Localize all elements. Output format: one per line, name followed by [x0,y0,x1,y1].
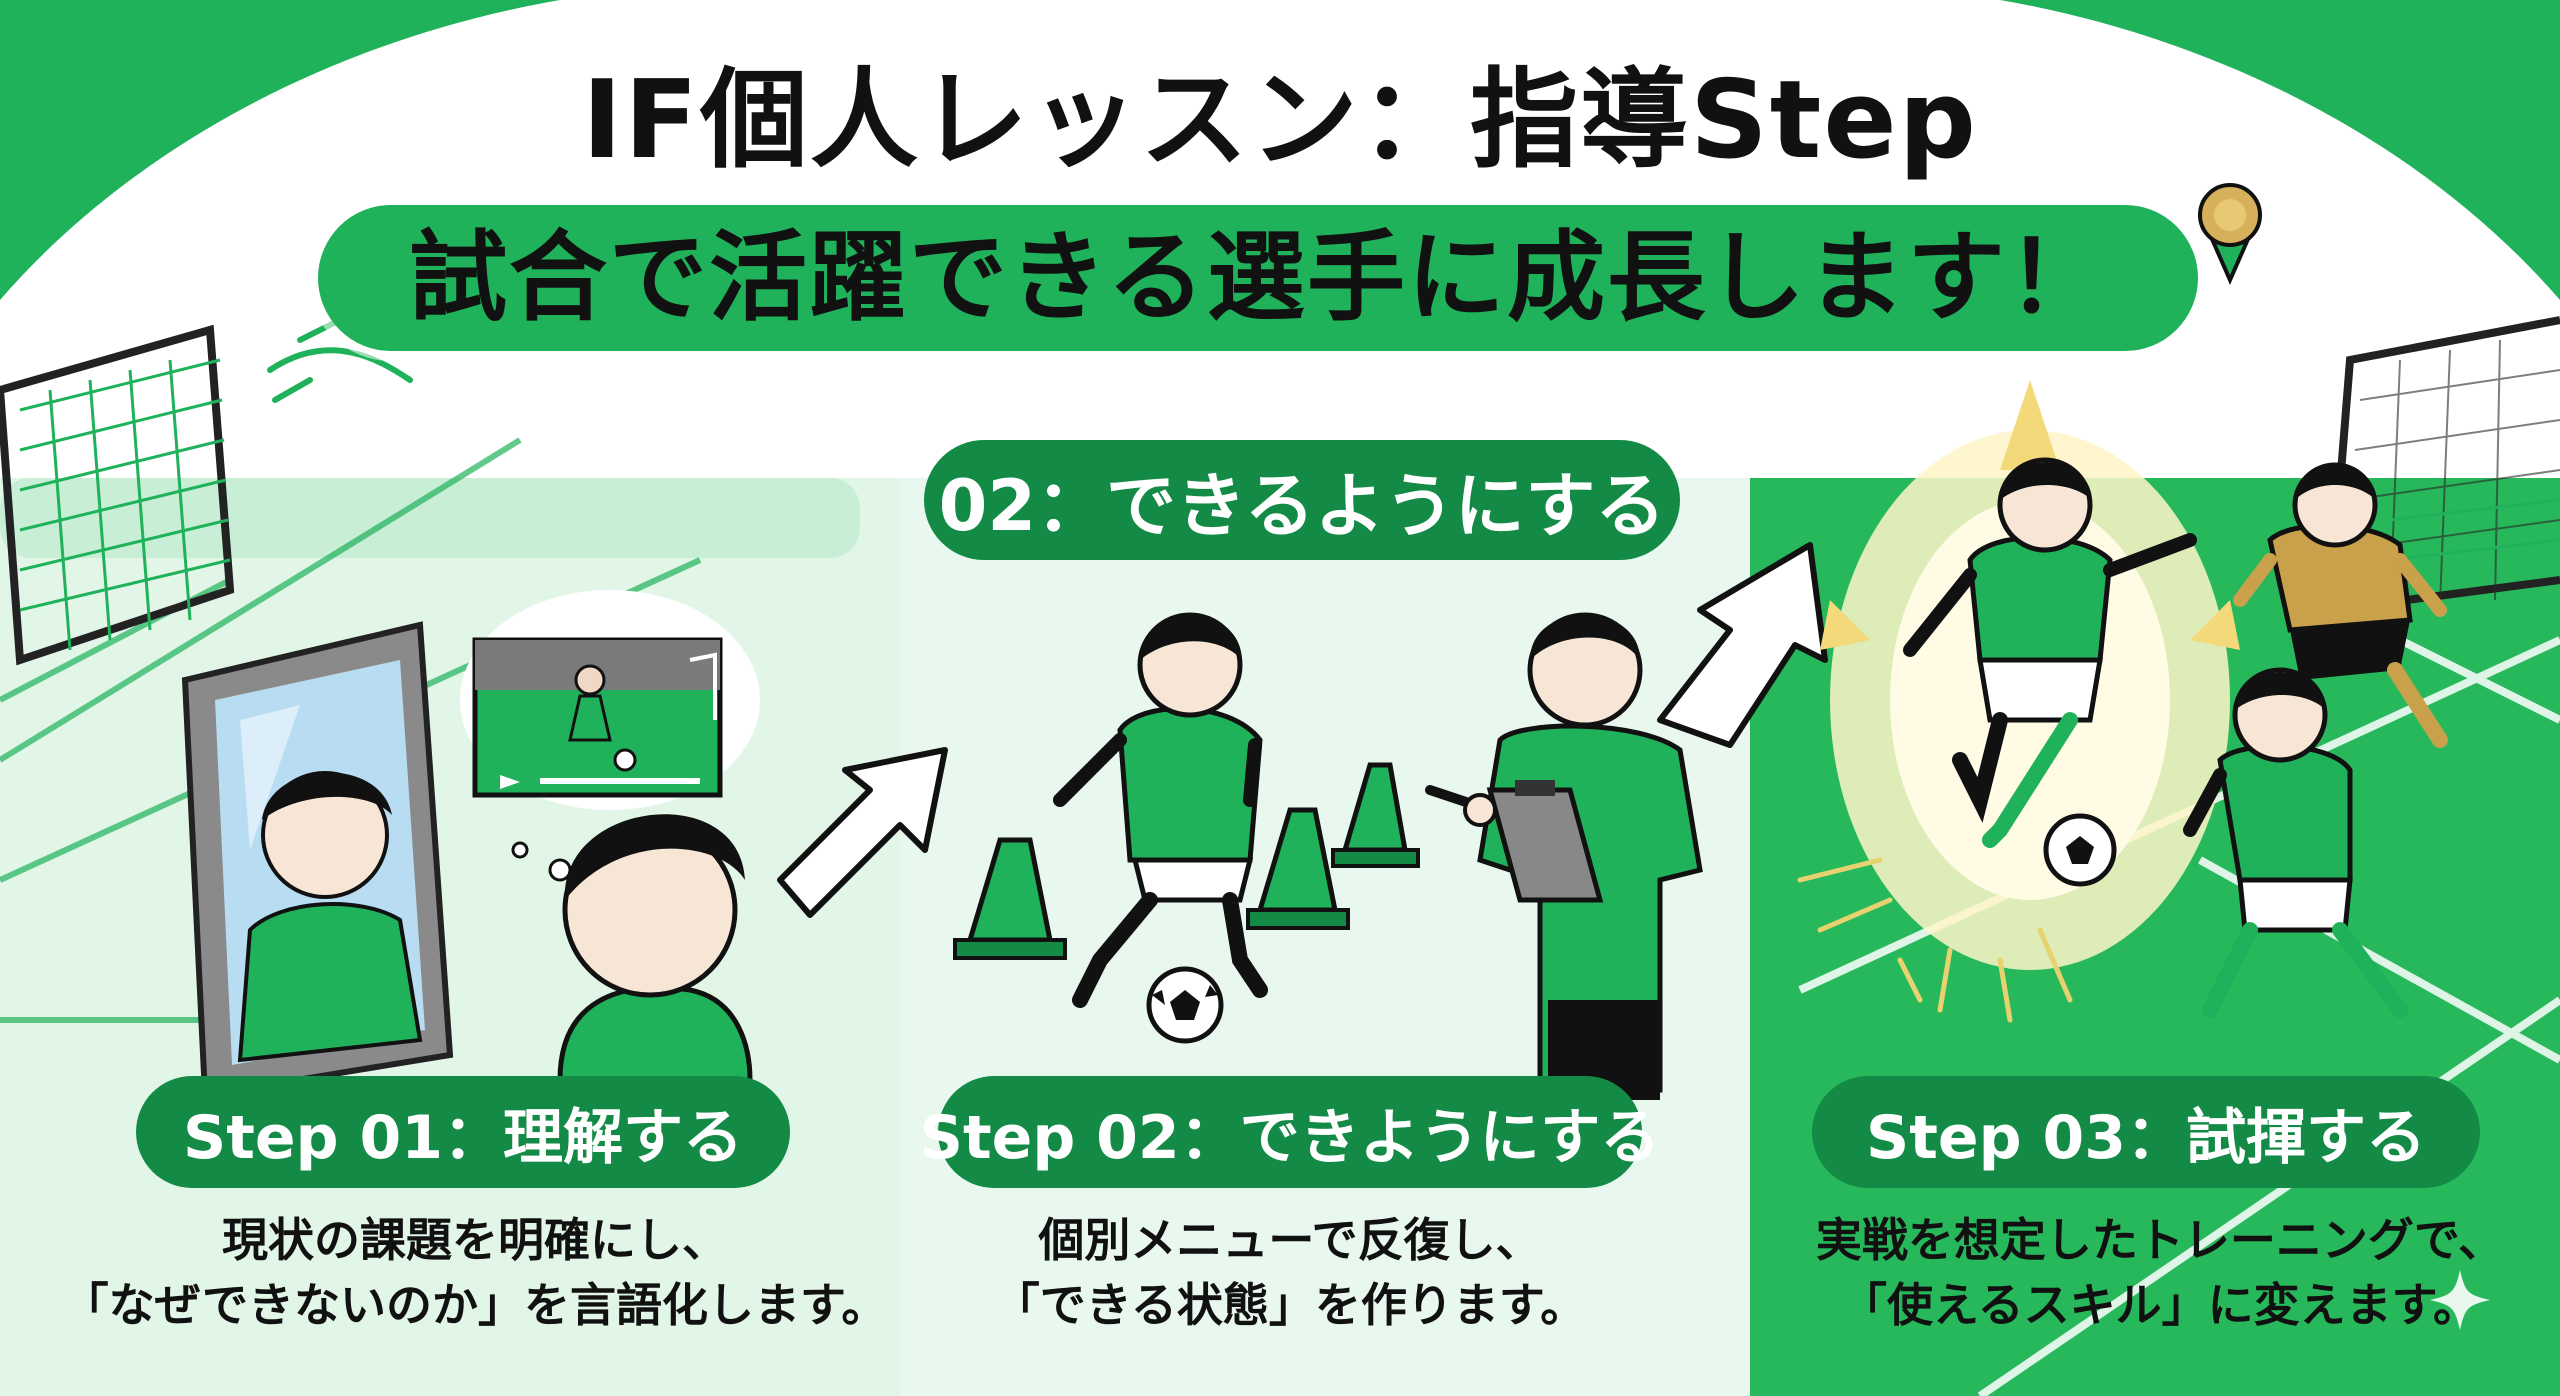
thinking-boy [511,814,753,1083]
step-02-label: Step 02：できようにする [920,1076,1660,1188]
step-02-description: 個別メニューで反復し、 「できる状態」を作ります。 [880,1208,1700,1339]
pointing-hand [1425,785,1497,827]
soccer-ball-icon [1146,966,1224,1044]
step-01-desc-line2: 「なぜできないのか」を言語化します。 [62,1278,888,1333]
training-cone-icon [953,837,1067,960]
step-01-desc-line1: 現状の課題を明確にし、 [222,1213,728,1267]
top-right-green-arc [2000,0,2560,300]
video-screen-icon [460,590,760,810]
subtitle-banner: 試合で活躍できる選手に成長します！ [318,205,2198,351]
medal-icon [2198,183,2262,285]
page-title: IF個人レッスン：指導Step [582,58,1978,183]
step-03-label: Step 03：試揮する [1812,1076,2480,1188]
arrow-up-right-icon [777,747,948,918]
training-cone-icon [1246,807,1350,930]
soccer-ball-icon [2043,813,2117,887]
step-03-description: 実戦を想定したトレーニングで、 「使えるスキル」に変えます。 [1760,1208,2560,1339]
top-left-green-arc [0,0,560,300]
panel-left-bg [0,478,900,1396]
subtitle-text: 試合で活躍できる選手に成長します！ [408,221,2108,335]
arrow-up-right-icon [1657,542,1828,748]
spark-lines [1797,857,2073,1023]
step-03-desc-line2: 「使えるスキル」に変えます。 [1840,1278,2480,1333]
clipboard-icon [1486,780,1604,903]
sparkle-icon [2430,1270,2490,1330]
step-02-desc-line2: 「できる状態」を作ります。 [993,1278,1587,1333]
dribbling-boy [1053,612,1268,1008]
step-01-label: Step 01：理解する [136,1076,790,1188]
center-step-badge: 02：できるようにする [924,440,1680,560]
reflection-boy [237,771,423,1063]
defender-player [2183,667,2408,1018]
step-02-desc-line1: 個別メニューで反復し、 [1038,1213,1542,1267]
step-01-description: 現状の課題を明確にし、 「なぜできないのか」を言語化します。 [60,1208,890,1339]
training-cone-icon [1331,762,1420,868]
panel-left-band [0,478,860,558]
goalkeeper-player [2233,462,2448,748]
soccer-goal-icon [0,324,235,666]
step-03-desc-line1: 実戦を想定したトレーニングで、 [1815,1213,2505,1267]
striker-player [1903,457,2197,848]
